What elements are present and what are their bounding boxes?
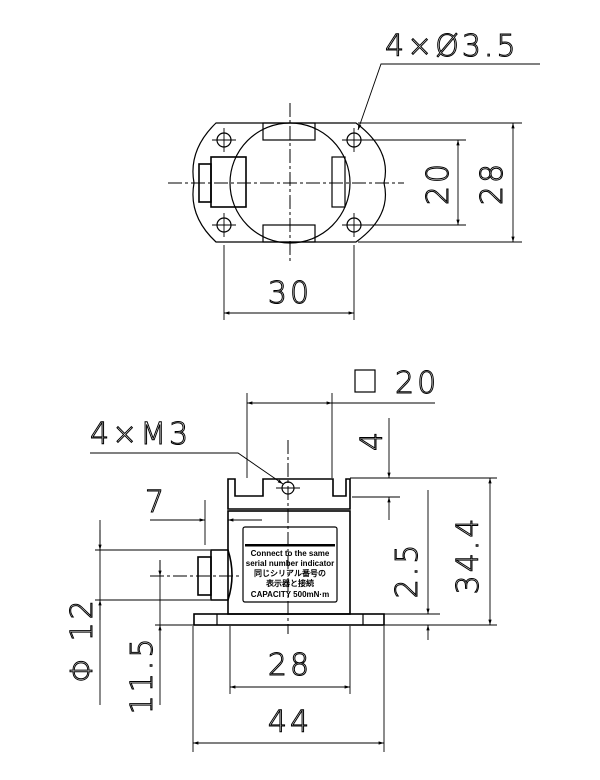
dim-phi12-label: Φ 12 bbox=[65, 597, 100, 683]
dim-base-44-label: 44 bbox=[268, 705, 312, 740]
hole-callout: 4×Ø3.5 bbox=[385, 29, 519, 64]
label-line-4: 表示器と接続 bbox=[265, 578, 314, 588]
dim-11-5-label: 11.5 bbox=[125, 636, 160, 715]
dim-4-label: 4 bbox=[355, 429, 390, 451]
dim-34-4-label: 34.4 bbox=[451, 516, 486, 595]
mounting-holes bbox=[212, 128, 366, 237]
product-label: Connect to the same serial number indica… bbox=[242, 526, 338, 603]
thread-callout-leader bbox=[90, 452, 284, 485]
label-line-1: Connect to the same bbox=[251, 549, 330, 558]
top-view: 4×Ø3.5 20 28 30 bbox=[168, 29, 540, 320]
dim-20-label: 20 bbox=[421, 161, 456, 205]
dim-7-label: 7 bbox=[145, 485, 167, 520]
thread-callout: 4×M3 bbox=[90, 417, 191, 452]
dim-body-28-label: 28 bbox=[268, 648, 312, 683]
dim-square-extensions bbox=[246, 393, 333, 478]
top-slot bbox=[262, 122, 316, 141]
connector-housing bbox=[210, 549, 233, 601]
dim-20-extensions bbox=[362, 139, 466, 226]
dim-2-5-label: 2.5 bbox=[390, 542, 425, 599]
dim-28-label: 28 bbox=[475, 161, 510, 205]
dim-square-label: 20 bbox=[395, 366, 439, 401]
dim-28-extensions bbox=[358, 122, 522, 243]
base-plate bbox=[193, 613, 385, 626]
label-line-3: 同じシリアル番号の bbox=[254, 568, 326, 578]
front-view: 20 Connect to the same serial number ind… bbox=[65, 366, 497, 752]
label-line-5: CAPACITY 500mN·m bbox=[251, 590, 329, 599]
clamp-block bbox=[227, 478, 351, 510]
dim-30-label: 30 bbox=[268, 276, 312, 311]
square-symbol bbox=[354, 369, 376, 393]
mounting-plate-outline bbox=[192, 122, 386, 243]
bottom-slot bbox=[262, 224, 316, 243]
hole-callout-leader bbox=[357, 63, 540, 131]
right-slot bbox=[331, 156, 346, 208]
label-line-2: serial number indicator bbox=[246, 559, 334, 568]
connector-block bbox=[210, 156, 247, 208]
dim-30-extensions bbox=[223, 245, 355, 320]
